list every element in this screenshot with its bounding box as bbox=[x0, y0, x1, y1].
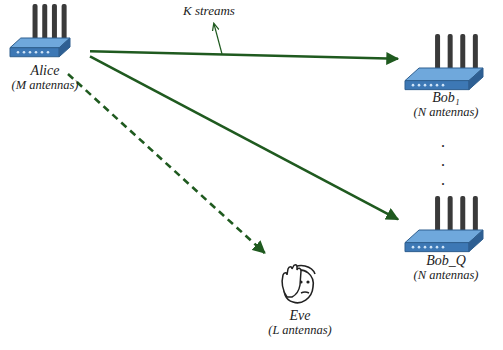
label-pointer bbox=[214, 24, 222, 54]
antenna bbox=[460, 196, 465, 232]
device-name: Alice bbox=[0, 63, 90, 78]
antenna bbox=[460, 34, 465, 70]
data-stream-link bbox=[90, 56, 398, 219]
device-node: Bob₁(N antennas) bbox=[398, 30, 494, 120]
antenna-count: (N antennas) bbox=[398, 268, 494, 283]
antenna bbox=[473, 34, 478, 70]
led bbox=[430, 84, 433, 87]
led bbox=[424, 84, 427, 87]
data-stream-link bbox=[90, 51, 398, 59]
eavesdrop-link bbox=[68, 74, 265, 253]
led bbox=[436, 84, 439, 87]
led bbox=[430, 246, 433, 249]
led bbox=[418, 246, 421, 249]
antenna-count: (N antennas) bbox=[398, 105, 494, 120]
router-icon bbox=[10, 4, 70, 57]
ellipsis-dot: . bbox=[441, 172, 445, 188]
router-side bbox=[59, 38, 70, 57]
router-icon bbox=[405, 34, 483, 90]
device-node: Eve(L antennas) bbox=[258, 253, 342, 338]
edge-label: K streams bbox=[183, 3, 235, 19]
eavesdropper-icon bbox=[282, 265, 315, 303]
led bbox=[35, 51, 38, 54]
led bbox=[418, 84, 421, 87]
router-icon bbox=[405, 196, 483, 252]
router-front bbox=[405, 81, 469, 90]
led bbox=[442, 84, 445, 87]
antenna bbox=[448, 196, 453, 232]
antenna bbox=[435, 34, 440, 70]
led bbox=[436, 246, 439, 249]
led bbox=[23, 51, 26, 54]
device-node: Alice(M antennas) bbox=[0, 6, 90, 93]
antenna bbox=[473, 196, 478, 232]
router-side bbox=[469, 68, 483, 90]
antenna bbox=[52, 4, 57, 40]
antenna bbox=[435, 196, 440, 232]
device-node: Bob_Q(N antennas) bbox=[398, 192, 494, 283]
led bbox=[424, 246, 427, 249]
antenna bbox=[62, 4, 67, 40]
antenna bbox=[42, 4, 47, 40]
led bbox=[412, 84, 415, 87]
led bbox=[47, 51, 50, 54]
led bbox=[41, 51, 44, 54]
device-icons bbox=[10, 4, 483, 303]
antenna-count: (M antennas) bbox=[0, 78, 90, 93]
led bbox=[29, 51, 32, 54]
router-front bbox=[10, 48, 59, 57]
device-name: Eve bbox=[258, 308, 342, 323]
led bbox=[442, 246, 445, 249]
router-front bbox=[405, 243, 469, 252]
ellipsis-dot: . bbox=[441, 153, 445, 169]
antenna bbox=[33, 4, 38, 40]
antenna bbox=[448, 34, 453, 70]
antenna-count: (L antennas) bbox=[258, 323, 342, 338]
router-side bbox=[469, 230, 483, 252]
raised-hand bbox=[282, 265, 301, 297]
ellipsis-dot: . bbox=[441, 134, 445, 150]
device-name: Bob₁ bbox=[398, 90, 494, 105]
led bbox=[17, 51, 20, 54]
led bbox=[412, 246, 415, 249]
device-name: Bob_Q bbox=[398, 253, 494, 268]
